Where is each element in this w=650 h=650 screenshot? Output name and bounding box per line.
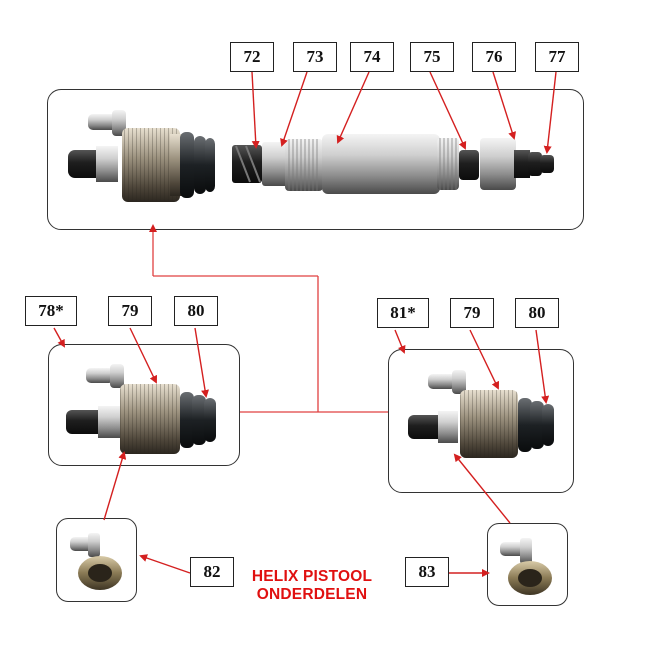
callout-73: 73 xyxy=(293,42,337,72)
callout-80-right: 80 xyxy=(515,298,559,328)
callout-77: 77 xyxy=(535,42,579,72)
caption-line-2: ONDERDELEN xyxy=(256,586,368,603)
callout-74: 74 xyxy=(350,42,394,72)
connector-lines xyxy=(149,224,388,413)
right-nozzle xyxy=(408,370,554,458)
callout-75: 75 xyxy=(410,42,454,72)
main-assembly xyxy=(68,110,554,202)
caption-line-1: HELIX PISTOOL xyxy=(251,568,373,585)
callout-81: 81* xyxy=(377,298,429,328)
callout-76: 76 xyxy=(472,42,516,72)
left-nozzle xyxy=(66,364,216,454)
adapter-82 xyxy=(70,533,122,590)
leader-arrows xyxy=(53,71,557,577)
callout-78: 78* xyxy=(25,296,77,326)
callout-82: 82 xyxy=(190,557,234,587)
adapter-83 xyxy=(500,538,552,595)
callout-80-left: 80 xyxy=(174,296,218,326)
diagram-caption: HELIX PISTOOL ONDERDELEN xyxy=(232,568,392,604)
callout-72: 72 xyxy=(230,42,274,72)
callout-79-right: 79 xyxy=(450,298,494,328)
callout-83: 83 xyxy=(405,557,449,587)
callout-79-left: 79 xyxy=(108,296,152,326)
